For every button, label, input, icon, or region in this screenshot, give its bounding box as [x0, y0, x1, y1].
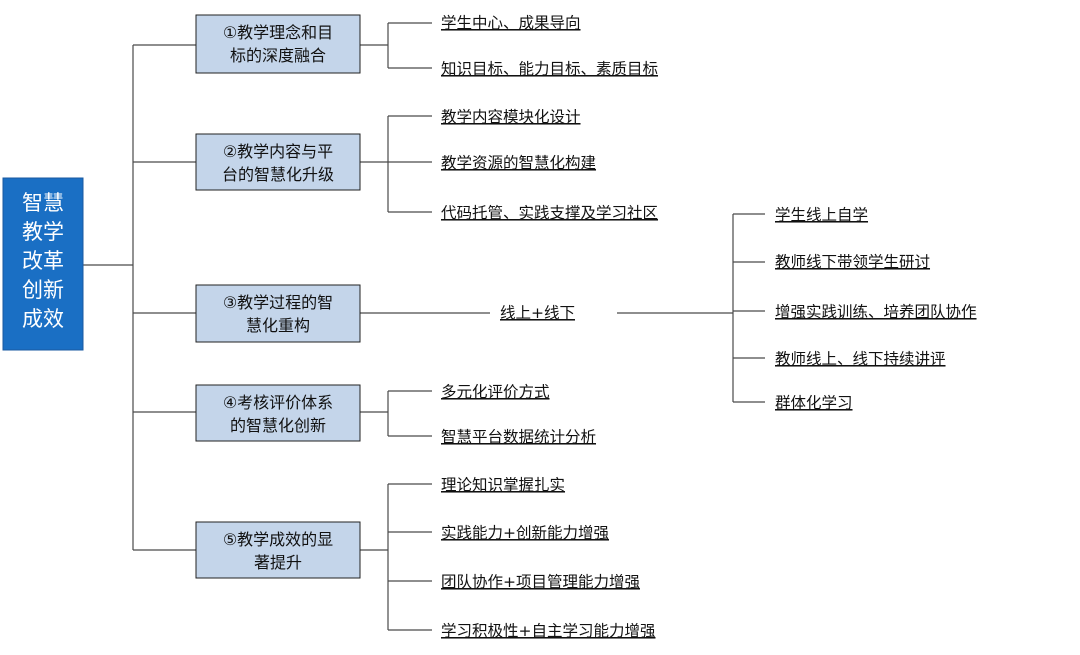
category-box-1 — [195, 14, 361, 74]
cat4-item-1: 多元化评价方式 — [441, 383, 550, 401]
cat5-item-3: 团队协作+项目管理能力增强 — [441, 573, 640, 591]
category-3-line-1: ③教学过程的智 — [223, 293, 333, 312]
root-box — [2, 177, 84, 351]
category-node-5: ⑤教学成效的显 著提升 — [195, 521, 361, 579]
cat3-sub-item-5: 群体化学习 — [775, 394, 853, 412]
root-line-4: 创新 — [22, 278, 64, 302]
root-line-3: 改革 — [22, 249, 64, 273]
cat2-item-3: 代码托管、实践支撑及学习社区 — [441, 204, 658, 222]
cat3-sub-item-3: 增强实践训练、培养团队协作 — [775, 303, 977, 321]
category-node-4: ④考核评价体系 的智慧化创新 — [195, 384, 361, 442]
category-node-1: ①教学理念和目 标的深度融合 — [195, 14, 361, 74]
cat2-item-1: 教学内容模块化设计 — [441, 108, 581, 126]
cat3-sub-item-1: 学生线上自学 — [775, 206, 868, 224]
category-node-3: ③教学过程的智 慧化重构 — [195, 284, 361, 343]
cat4-item-2: 智慧平台数据统计分析 — [441, 428, 596, 446]
cat2-bracket — [360, 115, 432, 213]
root-node: 智慧 教学 改革 创新 成效 — [2, 177, 84, 351]
cat1-bracket — [360, 22, 432, 69]
root-line-1: 智慧 — [22, 191, 64, 215]
root-line-5: 成效 — [22, 307, 64, 331]
cat1-item-1: 学生中心、成果导向 — [441, 14, 581, 32]
category-node-2: ②教学内容与平 台的智慧化升级 — [195, 133, 361, 191]
category-3-line-2: 慧化重构 — [246, 316, 310, 335]
category-box-2 — [195, 133, 361, 191]
cat5-item-1: 理论知识掌握扎实 — [441, 476, 565, 494]
category-2-line-1: ②教学内容与平 — [223, 142, 333, 161]
category-1-line-2: 标的深度融合 — [230, 46, 326, 65]
cat3-sub-item-2: 教师线下带领学生研讨 — [775, 253, 930, 271]
cat1-item-2: 知识目标、能力目标、素质目标 — [441, 60, 658, 78]
connector-lines — [83, 22, 765, 631]
cat5-item-4: 学习积极性+自主学习能力增强 — [441, 622, 656, 640]
cat3-sub-bracket — [732, 213, 765, 403]
cat4-bracket — [360, 390, 432, 437]
cat3-sub-item-4: 教师线上、线下持续讲评 — [775, 350, 946, 368]
cat5-item-2: 实践能力+创新能力增强 — [441, 524, 609, 542]
root-line-2: 教学 — [22, 220, 64, 244]
category-box-5 — [195, 521, 361, 579]
cat3-item-1: 线上+线下 — [500, 304, 575, 322]
category-5-line-1: ⑤教学成效的显 — [223, 530, 333, 549]
category-4-line-2: 的智慧化创新 — [230, 416, 326, 435]
category-5-line-2: 著提升 — [254, 553, 302, 572]
category-box-4 — [195, 384, 361, 442]
category-4-line-1: ④考核评价体系 — [223, 393, 333, 412]
category-1-line-1: ①教学理念和目 — [223, 23, 333, 42]
cat2-item-2: 教学资源的智慧化构建 — [441, 154, 596, 172]
cat5-bracket — [360, 483, 432, 631]
category-box-3 — [195, 284, 361, 343]
category-2-line-2: 台的智慧化升级 — [222, 165, 334, 184]
leaf-items: 学生中心、成果导向 知识目标、能力目标、素质目标 教学内容模块化设计 教学资源的… — [441, 14, 977, 640]
